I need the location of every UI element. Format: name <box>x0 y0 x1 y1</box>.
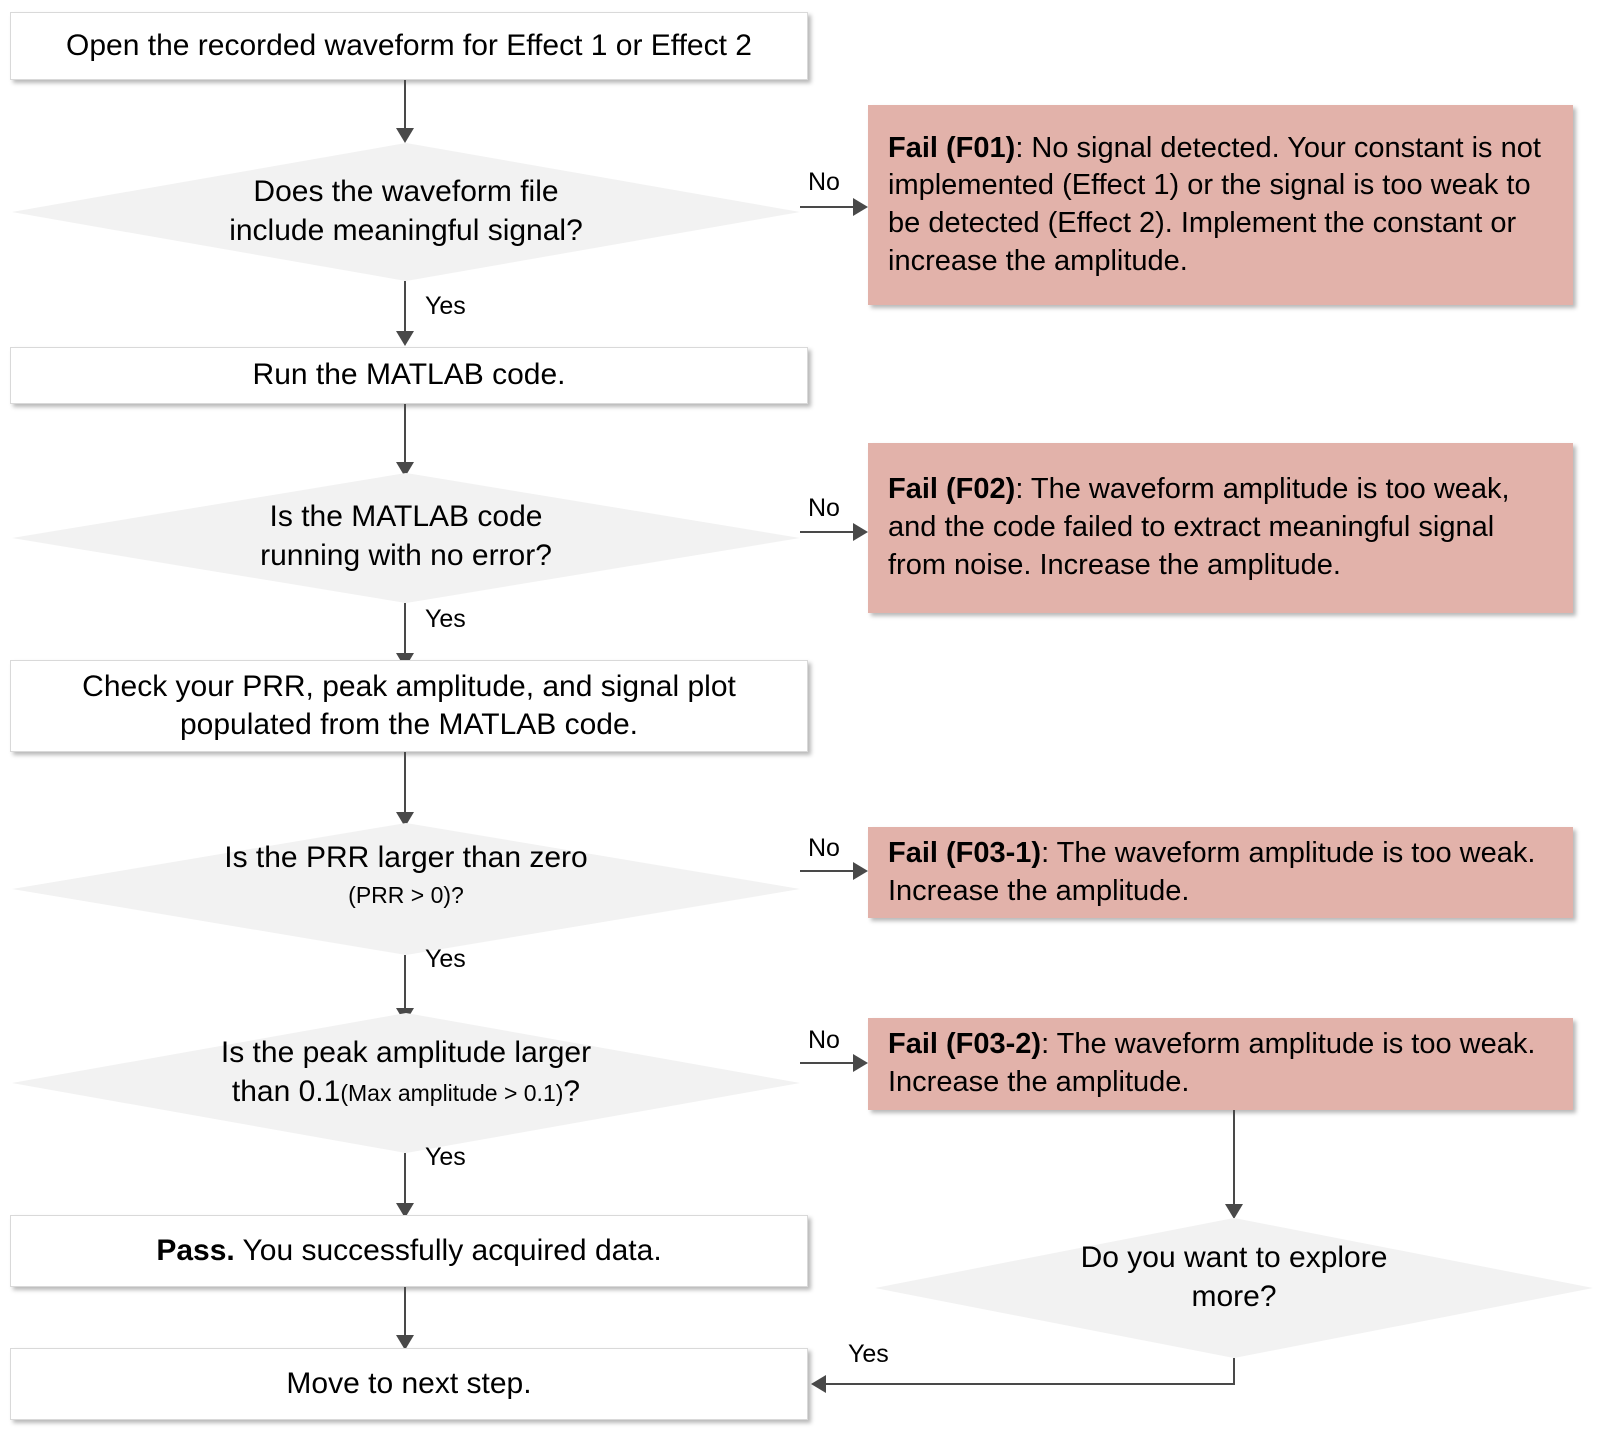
node-fail-f02-body: : The waveform amplitude is too weak, an… <box>888 473 1510 581</box>
connector-d4-to-pass <box>404 1153 406 1205</box>
edge-label-yes-4: Yes <box>425 1143 466 1171</box>
node-fail-f03-2-text: Fail (F03-2): The waveform amplitude is … <box>888 1026 1555 1101</box>
connector-run-to-d2 <box>404 404 406 464</box>
arrowhead-d4-to-f032 <box>853 1054 868 1072</box>
node-open-waveform[interactable]: Open the recorded waveform for Effect 1 … <box>10 12 808 80</box>
connector-d4-to-f032 <box>800 1062 853 1064</box>
arrowhead-check-to-d3 <box>396 812 414 827</box>
node-decision-peak-amplitude[interactable] <box>12 1013 800 1153</box>
connector-d3-to-d4 <box>404 955 406 1010</box>
arrowhead-d4-to-pass <box>396 1203 414 1218</box>
node-decision-explore-more[interactable] <box>875 1218 1593 1358</box>
connector-f032-to-d5 <box>1233 1110 1235 1206</box>
node-pass-lead: Pass. <box>156 1233 235 1267</box>
connector-d5-to-next-step <box>826 1383 1235 1385</box>
node-next-step-label: Move to next step. <box>286 1366 532 1400</box>
arrowhead-d1-to-run <box>396 331 414 346</box>
edge-label-yes-3: Yes <box>425 945 466 973</box>
edge-label-yes-5: Yes <box>848 1340 889 1368</box>
node-fail-f01-body: : No signal detected. Your constant is n… <box>888 131 1541 277</box>
node-fail-f02-text: Fail (F02): The waveform amplitude is to… <box>888 471 1555 584</box>
node-pass-label: Pass. You successfully acquired data. <box>156 1232 661 1270</box>
node-fail-f03-2-lead: Fail (F03-2) <box>888 1028 1042 1061</box>
connector-d2-to-f02 <box>800 531 853 533</box>
node-fail-f02-lead: Fail (F02) <box>888 473 1016 506</box>
edge-label-no-1: No <box>808 168 840 196</box>
connector-check-to-d3 <box>404 752 406 814</box>
edge-label-yes-2: Yes <box>425 605 466 633</box>
connector-pass-to-next <box>404 1287 406 1337</box>
node-fail-f03-1[interactable]: Fail (F03-1): The waveform amplitude is … <box>868 827 1573 918</box>
arrowhead-run-to-d2 <box>396 462 414 477</box>
node-fail-f01-text: Fail (F01): No signal detected. Your con… <box>888 130 1555 281</box>
node-run-matlab[interactable]: Run the MATLAB code. <box>10 347 808 404</box>
arrowhead-f032-to-d5 <box>1225 1204 1243 1219</box>
node-check-results[interactable]: Check your PRR, peak amplitude, and sign… <box>10 660 808 752</box>
node-fail-f03-2-body: : The waveform amplitude is too weak. In… <box>888 1028 1536 1098</box>
node-run-matlab-label: Run the MATLAB code. <box>252 358 566 392</box>
edge-label-no-3: No <box>808 834 840 862</box>
arrowhead-pass-to-next <box>396 1335 414 1350</box>
node-pass-body: You successfully acquired data. <box>234 1233 662 1267</box>
node-fail-f01-lead: Fail (F01) <box>888 131 1016 164</box>
node-fail-f03-1-lead: Fail (F03-1) <box>888 836 1042 869</box>
arrowhead-d5-to-next-step <box>811 1375 826 1393</box>
node-decision-meaningful-signal[interactable] <box>12 143 800 281</box>
edge-label-yes-1: Yes <box>425 292 466 320</box>
connector-start-to-d1 <box>404 80 406 130</box>
node-fail-f01[interactable]: Fail (F01): No signal detected. Your con… <box>868 105 1573 305</box>
node-open-waveform-label: Open the recorded waveform for Effect 1 … <box>66 28 752 62</box>
edge-label-no-2: No <box>808 494 840 522</box>
check-line2: populated from the MATLAB code. <box>179 708 639 741</box>
arrowhead-d1-to-f01 <box>853 198 868 216</box>
node-fail-f03-2[interactable]: Fail (F03-2): The waveform amplitude is … <box>868 1018 1573 1110</box>
node-fail-f02[interactable]: Fail (F02): The waveform amplitude is to… <box>868 443 1573 613</box>
node-next-step[interactable]: Move to next step. <box>10 1348 808 1420</box>
node-pass[interactable]: Pass. You successfully acquired data. <box>10 1215 808 1287</box>
node-decision-no-error[interactable] <box>12 473 800 603</box>
check-line1: Check your PRR, peak amplitude, and sign… <box>82 669 736 703</box>
connector-d2-to-check <box>404 603 406 655</box>
connector-d3-to-f031 <box>800 870 853 872</box>
connector-d1-to-f01 <box>800 206 853 208</box>
connector-d5-down <box>1233 1358 1235 1385</box>
connector-d1-to-run <box>404 281 406 333</box>
node-fail-f03-1-body: : The waveform amplitude is too weak. In… <box>888 836 1536 907</box>
node-fail-f03-1-text: Fail (F03-1): The waveform amplitude is … <box>888 835 1555 910</box>
node-decision-prr-positive[interactable] <box>12 823 800 955</box>
arrowhead-d2-to-f02 <box>853 523 868 541</box>
edge-label-no-4: No <box>808 1026 840 1054</box>
node-check-results-label: Check your PRR, peak amplitude, and sign… <box>82 668 736 745</box>
arrowhead-start-to-d1 <box>396 128 414 143</box>
arrowhead-d3-to-f031 <box>853 862 868 880</box>
